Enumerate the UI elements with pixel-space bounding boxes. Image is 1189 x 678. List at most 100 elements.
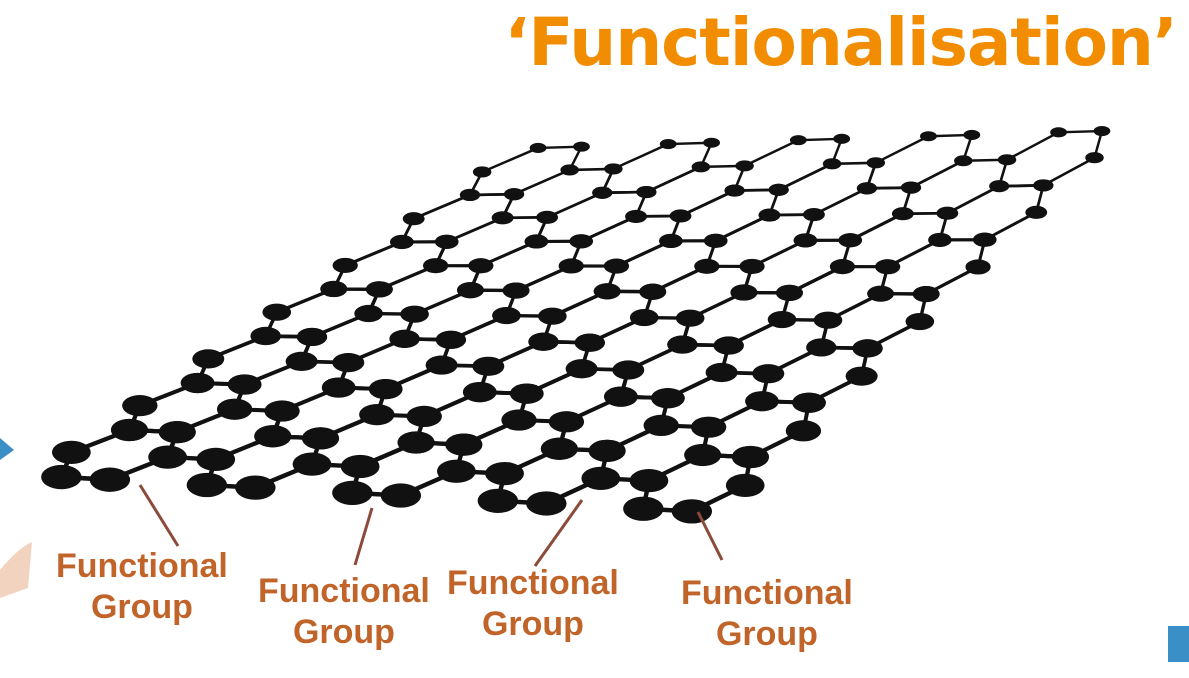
carbon-atom: [752, 364, 785, 384]
blue-block-fragment: [1168, 626, 1189, 662]
carbon-atom: [793, 233, 818, 248]
carbon-atom: [437, 459, 476, 483]
carbon-atom: [472, 166, 492, 178]
carbon-atom: [659, 139, 677, 150]
carbon-atom: [492, 306, 521, 325]
carbon-bond: [645, 165, 703, 194]
carbon-atom: [180, 372, 215, 394]
carbon-atom: [758, 208, 781, 222]
carbon-atom: [1025, 205, 1048, 219]
carbon-atom: [690, 416, 727, 438]
carbon-atom: [997, 154, 1017, 166]
carbon-atom: [89, 467, 131, 492]
carbon-atom: [629, 469, 669, 493]
carbon-atom: [845, 366, 878, 386]
carbon-atom: [629, 308, 659, 327]
carbon-atom: [703, 233, 728, 248]
carbon-atom: [694, 258, 720, 274]
carbon-atom: [425, 355, 458, 375]
carbon-atom: [216, 398, 253, 420]
carbon-atom: [250, 326, 281, 346]
carbon-atom: [954, 155, 973, 167]
carbon-atom: [588, 439, 626, 462]
carbon-atom: [592, 186, 613, 199]
right-edge-fragment: [1168, 626, 1189, 662]
label-pointer-lines: [138, 484, 724, 567]
lattice-atoms: [41, 126, 1111, 524]
carbon-atom: [526, 491, 567, 516]
carbon-atom: [472, 356, 505, 376]
carbon-atom: [359, 404, 395, 426]
carbon-atom: [477, 488, 519, 513]
carbon-atom: [192, 349, 225, 369]
carbon-atom: [569, 234, 593, 249]
carbon-atom: [856, 182, 877, 195]
carbon-atom: [745, 391, 779, 412]
carbon-bond: [874, 135, 930, 165]
carbon-atom: [912, 285, 940, 303]
carbon-atom: [775, 284, 803, 301]
slide-title: ‘Functionalisation’: [504, 4, 1178, 81]
carbon-atom: [703, 137, 720, 148]
peach-shape-fragment: [0, 542, 32, 598]
carbon-atom: [581, 466, 621, 490]
carbon-atom: [639, 283, 667, 300]
carbon-atom: [875, 259, 901, 275]
carbon-atom: [301, 427, 340, 450]
carbon-atom: [792, 392, 826, 413]
carbon-atom: [340, 454, 380, 479]
carbon-atom: [435, 330, 467, 349]
carbon-atom: [713, 336, 744, 355]
carbon-atom: [603, 258, 630, 274]
carbon-atom: [822, 158, 842, 170]
carbon-atom: [264, 400, 300, 422]
functional-group-label-3: Functional Group: [447, 563, 619, 646]
carbon-atom: [320, 280, 348, 298]
label-line-2: Group: [715, 615, 818, 654]
carbon-atom: [158, 420, 196, 444]
carbon-bond: [545, 191, 604, 219]
carbon-atom: [468, 258, 494, 274]
carbon-atom: [612, 360, 645, 380]
carbon-atom: [406, 405, 442, 428]
label-pointer-line: [138, 484, 180, 547]
carbon-atom: [691, 161, 711, 173]
carbon-atom: [813, 311, 843, 329]
carbon-atom: [536, 210, 559, 224]
carbon-bond: [812, 186, 869, 216]
carbon-atom: [285, 351, 318, 371]
carbon-atom: [558, 258, 584, 274]
carbon-atom: [623, 496, 664, 521]
carbon-atom: [459, 188, 481, 202]
carbon-atom: [548, 411, 585, 433]
carbon-atom: [292, 452, 332, 476]
left-edge-fragment: [0, 438, 32, 598]
carbon-atom: [867, 285, 895, 302]
carbon-atom: [445, 433, 483, 456]
carbon-atom: [456, 282, 484, 299]
label-line-1: Functional: [681, 574, 853, 612]
carbon-bond: [1042, 156, 1096, 187]
carbon-atom: [675, 309, 705, 327]
carbon-atom: [51, 440, 91, 464]
carbon-atom: [905, 312, 935, 331]
carbon-atom: [659, 233, 683, 248]
carbon-bond: [412, 193, 472, 221]
carbon-atom: [972, 232, 997, 247]
carbon-atom: [148, 445, 187, 469]
carbon-atom: [593, 283, 621, 300]
label-pointer-line: [696, 511, 724, 561]
functional-group-label-2: Functional Group: [258, 571, 430, 654]
carbon-atom: [724, 184, 745, 197]
carbon-atom: [262, 303, 292, 321]
carbon-atom: [540, 437, 578, 460]
carbon-atom: [380, 483, 422, 508]
carbon-atom: [829, 259, 856, 275]
carbon-atom: [321, 377, 356, 398]
carbon-atom: [989, 180, 1010, 193]
carbon-atom: [296, 327, 328, 347]
carbon-atom: [573, 141, 590, 152]
carbon-atom: [767, 310, 797, 329]
carbon-atom: [920, 131, 937, 142]
